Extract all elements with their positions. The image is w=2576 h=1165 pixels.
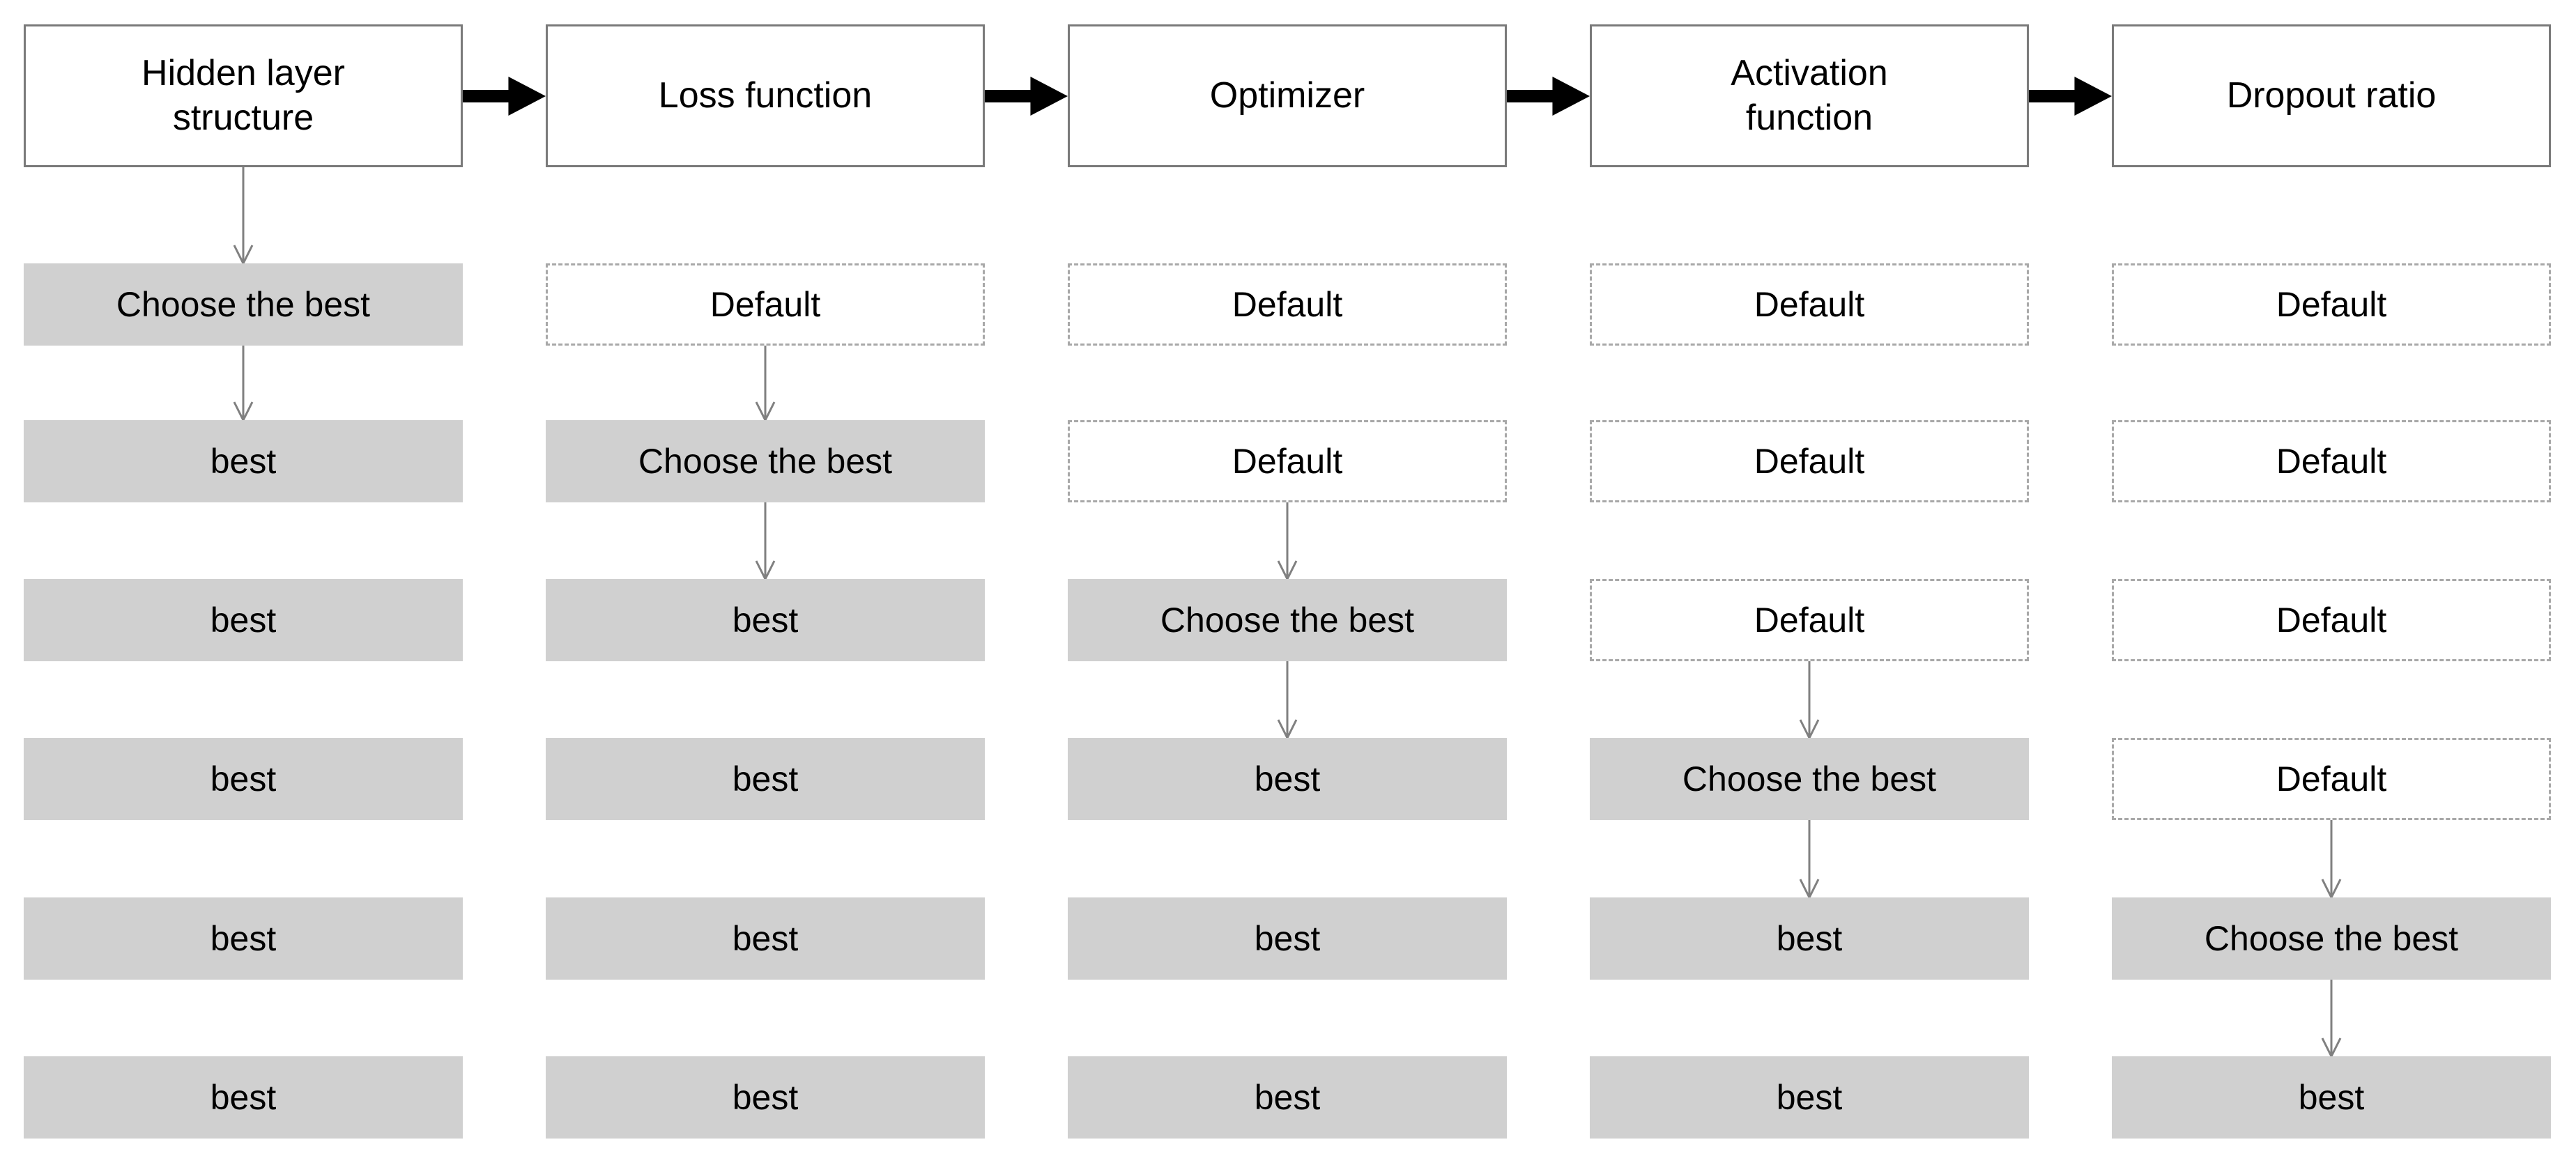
cell-dropout-ratio-row-1[interactable]: Default bbox=[2112, 263, 2551, 346]
cell-loss-function-row-2[interactable]: Choose the best bbox=[546, 420, 985, 502]
cell-dropout-ratio-row-6[interactable]: best bbox=[2112, 1056, 2551, 1139]
header-arrow-activation-function-to-dropout-ratio bbox=[2029, 75, 2112, 117]
cell-label: Choose the best bbox=[116, 285, 371, 324]
connector-dropout-ratio-row-5-to-row-6 bbox=[2320, 980, 2343, 1059]
cell-loss-function-row-4[interactable]: best bbox=[546, 738, 985, 820]
cell-label: best bbox=[732, 759, 799, 798]
cell-label: best bbox=[210, 1078, 277, 1117]
cell-hidden-layer-structure-row-4[interactable]: best bbox=[24, 738, 463, 820]
cell-label: Default bbox=[1754, 285, 1865, 324]
cell-label: best bbox=[210, 919, 277, 958]
cell-label: Default bbox=[2276, 759, 2387, 798]
cell-optimizer-row-4[interactable]: best bbox=[1068, 738, 1507, 820]
cell-label: Default bbox=[2276, 285, 2387, 324]
cell-label: Default bbox=[2276, 601, 2387, 640]
connector-hidden-layer-structure-header-to-row-1 bbox=[232, 167, 254, 266]
cell-hidden-layer-structure-row-3[interactable]: best bbox=[24, 579, 463, 661]
cell-label: best bbox=[732, 1078, 799, 1117]
header-label: Optimizer bbox=[1209, 75, 1365, 116]
cell-hidden-layer-structure-row-1[interactable]: Choose the best bbox=[24, 263, 463, 346]
header-box-loss-function: Loss function bbox=[546, 24, 985, 167]
connector-optimizer-row-2-to-row-3 bbox=[1276, 502, 1298, 582]
cell-optimizer-row-1[interactable]: Default bbox=[1068, 263, 1507, 346]
connector-loss-function-row-1-to-row-2 bbox=[754, 346, 776, 423]
cell-label: Default bbox=[2276, 442, 2387, 481]
cell-label: best bbox=[210, 759, 277, 798]
cell-loss-function-row-5[interactable]: best bbox=[546, 897, 985, 980]
cell-dropout-ratio-row-5[interactable]: Choose the best bbox=[2112, 897, 2551, 980]
cell-label: best bbox=[210, 601, 277, 640]
cell-label: Choose the best bbox=[1682, 759, 1937, 798]
cell-hidden-layer-structure-row-2[interactable]: best bbox=[24, 420, 463, 502]
connector-activation-function-row-4-to-row-5 bbox=[1798, 820, 1820, 900]
connector-activation-function-row-3-to-row-4 bbox=[1798, 661, 1820, 741]
cell-label: best bbox=[732, 601, 799, 640]
header-box-dropout-ratio: Dropout ratio bbox=[2112, 24, 2551, 167]
cell-optimizer-row-5[interactable]: best bbox=[1068, 897, 1507, 980]
cell-label: Default bbox=[710, 285, 821, 324]
cell-activation-function-row-5[interactable]: best bbox=[1590, 897, 2029, 980]
cell-hidden-layer-structure-row-6[interactable]: best bbox=[24, 1056, 463, 1139]
cell-label: best bbox=[1254, 1078, 1321, 1117]
cell-label: best bbox=[1776, 919, 1843, 958]
cell-label: Choose the best bbox=[2204, 919, 2459, 958]
connector-dropout-ratio-row-4-to-row-5 bbox=[2320, 820, 2343, 900]
header-label: Loss function bbox=[658, 75, 873, 116]
connector-loss-function-row-2-to-row-3 bbox=[754, 502, 776, 582]
cell-activation-function-row-6[interactable]: best bbox=[1590, 1056, 2029, 1139]
header-arrow-optimizer-to-activation-function bbox=[1507, 75, 1590, 117]
cell-label: best bbox=[210, 442, 277, 481]
connector-hidden-layer-structure-row-1-to-row-2 bbox=[232, 346, 254, 423]
header-label: Dropout ratio bbox=[2226, 75, 2437, 116]
cell-label: Default bbox=[1232, 285, 1343, 324]
cell-dropout-ratio-row-4[interactable]: Default bbox=[2112, 738, 2551, 820]
cell-hidden-layer-structure-row-5[interactable]: best bbox=[24, 897, 463, 980]
cell-label: best bbox=[2298, 1078, 2365, 1117]
cell-optimizer-row-6[interactable]: best bbox=[1068, 1056, 1507, 1139]
cell-label: best bbox=[1776, 1078, 1843, 1117]
cell-label: Default bbox=[1754, 601, 1865, 640]
cell-dropout-ratio-row-2[interactable]: Default bbox=[2112, 420, 2551, 502]
header-arrow-loss-function-to-optimizer bbox=[985, 75, 1068, 117]
cell-label: Default bbox=[1754, 442, 1865, 481]
connector-optimizer-row-3-to-row-4 bbox=[1276, 661, 1298, 741]
cell-optimizer-row-3[interactable]: Choose the best bbox=[1068, 579, 1507, 661]
cell-activation-function-row-1[interactable]: Default bbox=[1590, 263, 2029, 346]
cell-dropout-ratio-row-3[interactable]: Default bbox=[2112, 579, 2551, 661]
cell-label: Default bbox=[1232, 442, 1343, 481]
header-box-optimizer: Optimizer bbox=[1068, 24, 1507, 167]
cell-loss-function-row-1[interactable]: Default bbox=[546, 263, 985, 346]
cell-activation-function-row-3[interactable]: Default bbox=[1590, 579, 2029, 661]
cell-activation-function-row-4[interactable]: Choose the best bbox=[1590, 738, 2029, 820]
header-arrow-hidden-layer-structure-to-loss-function bbox=[463, 75, 546, 117]
cell-label: Choose the best bbox=[638, 442, 893, 481]
cell-label: Choose the best bbox=[1160, 601, 1415, 640]
cell-label: best bbox=[1254, 919, 1321, 958]
cell-loss-function-row-6[interactable]: best bbox=[546, 1056, 985, 1139]
cell-optimizer-row-2[interactable]: Default bbox=[1068, 420, 1507, 502]
cell-loss-function-row-3[interactable]: best bbox=[546, 579, 985, 661]
cell-label: best bbox=[1254, 759, 1321, 798]
cell-activation-function-row-2[interactable]: Default bbox=[1590, 420, 2029, 502]
cell-label: best bbox=[732, 919, 799, 958]
